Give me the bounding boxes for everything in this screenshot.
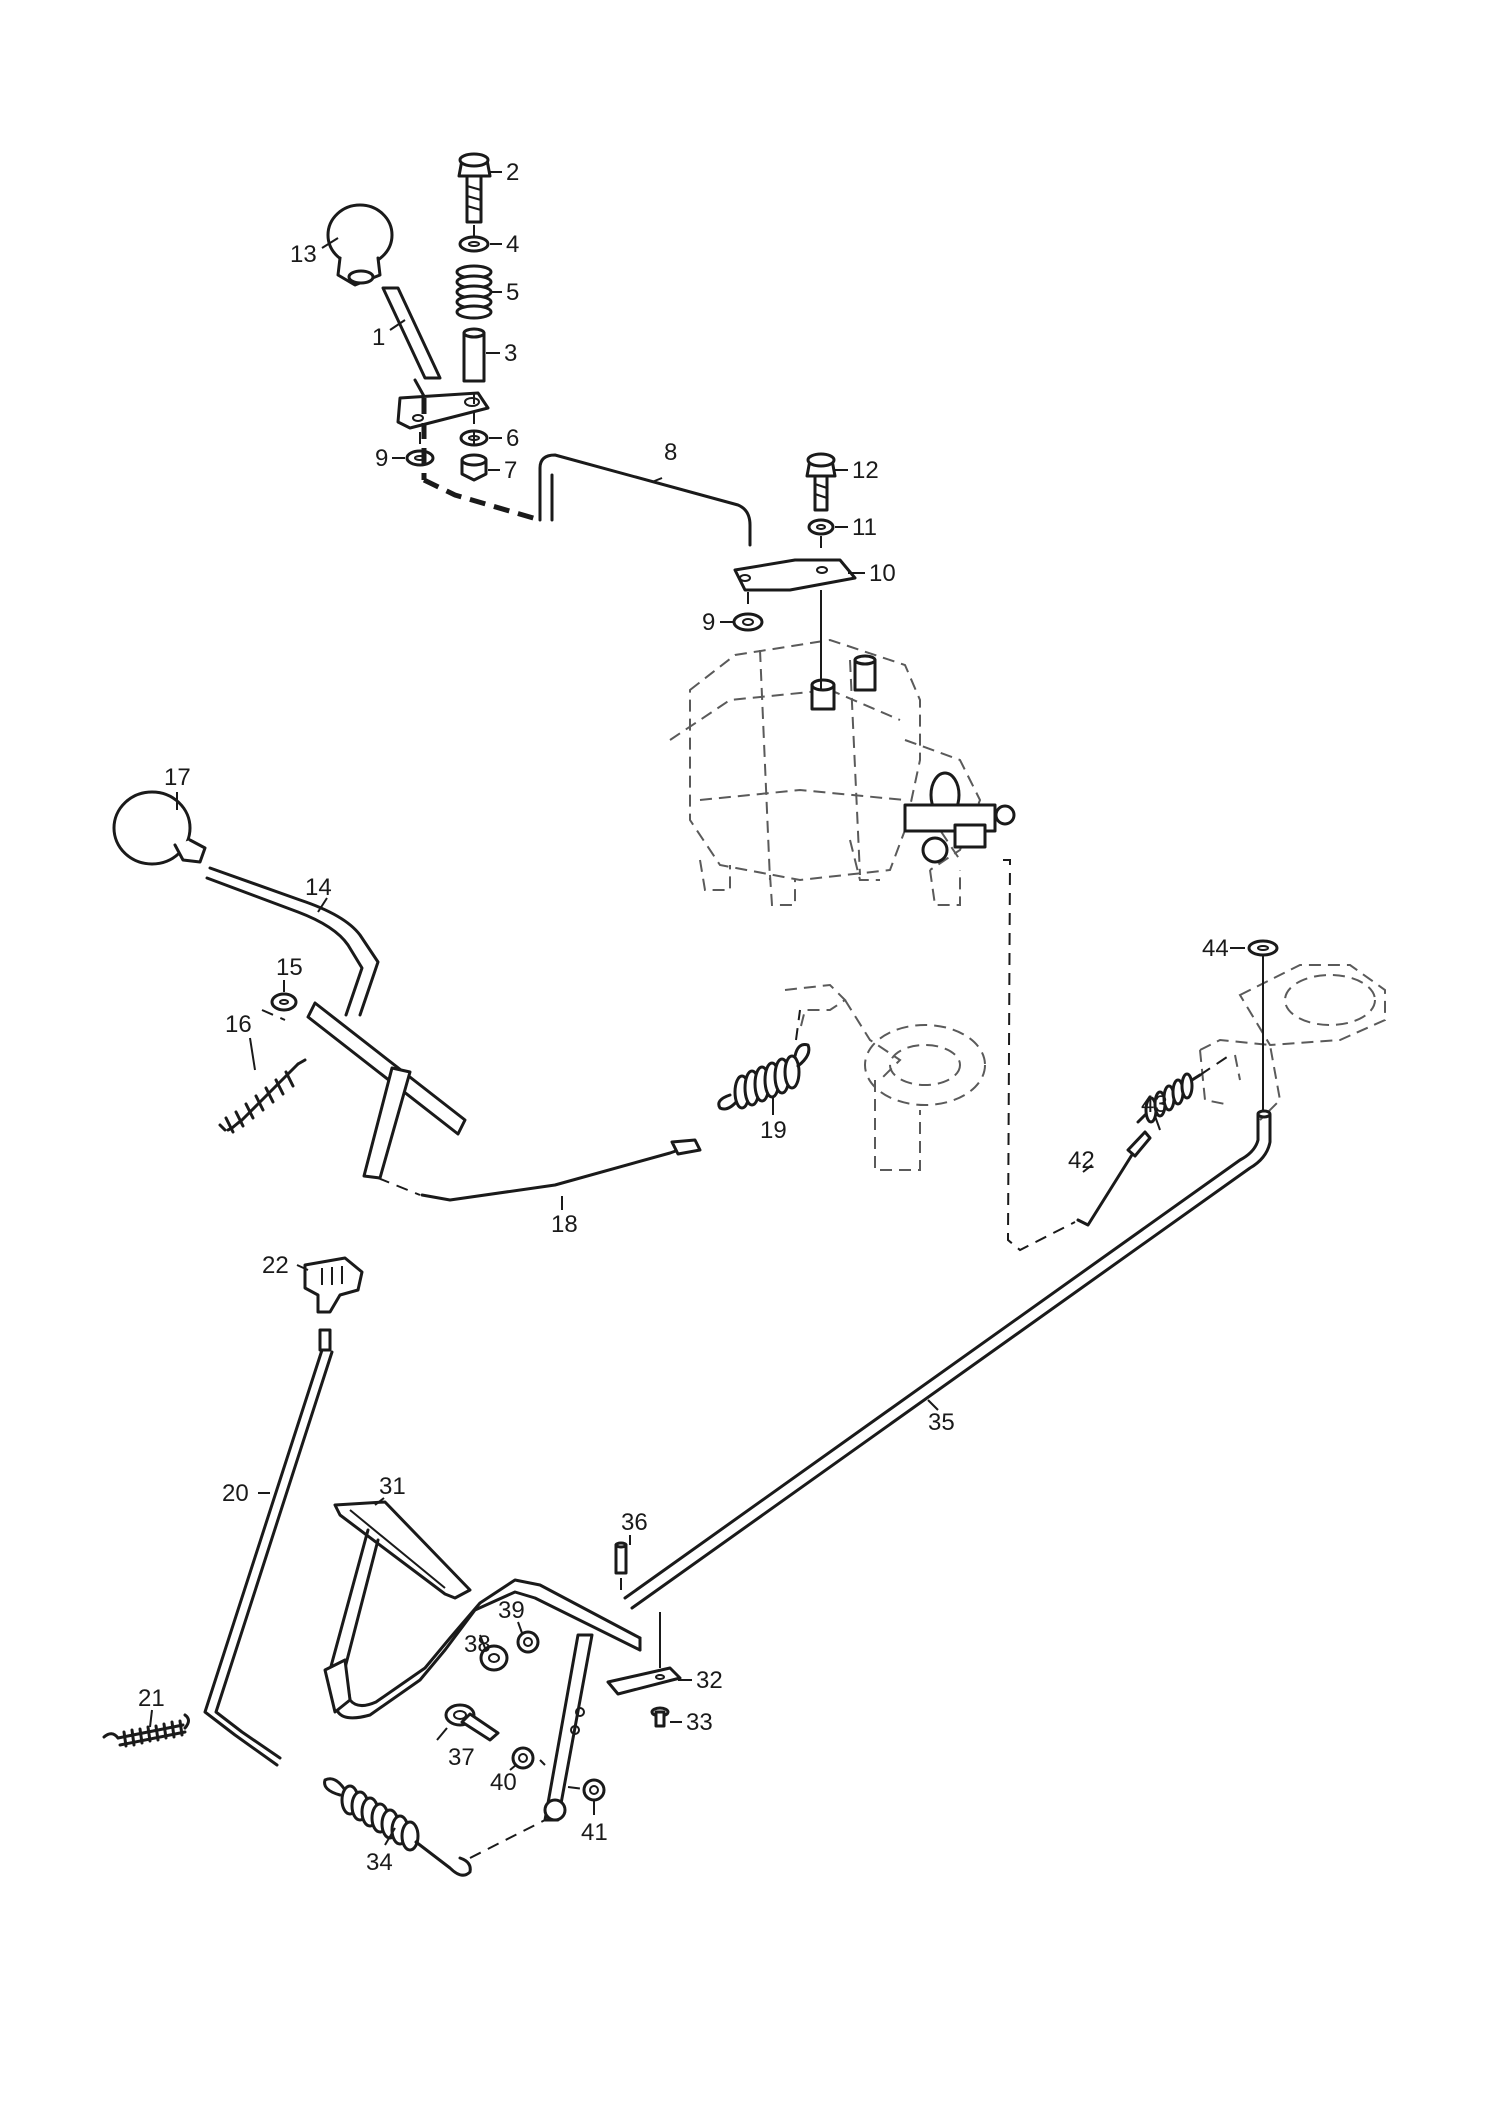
callout-12: 12: [852, 457, 879, 484]
lever-washer: [270, 992, 298, 1012]
callout-11: 11: [852, 514, 877, 541]
lock-nut: [582, 1778, 606, 1802]
shoulder-bolt: [444, 1703, 500, 1742]
callout-15: 15: [276, 954, 303, 981]
callout-2: 2: [506, 159, 519, 186]
lock-washer: [405, 449, 435, 467]
assembly-line: [261, 1009, 286, 1021]
nut: [511, 1746, 535, 1770]
bolt: [805, 452, 837, 512]
transmission-housing: [669, 638, 982, 906]
shift-arm: [733, 558, 857, 592]
lift-lever: [205, 866, 467, 1180]
extension-spring: [1136, 1072, 1202, 1124]
callout-37: 37: [448, 1744, 475, 1771]
assembly-line: [1199, 1054, 1231, 1076]
bolt: [457, 152, 492, 224]
self-tapping-screw: [650, 1706, 670, 1728]
callout-3: 3: [504, 340, 517, 367]
callout-33: 33: [686, 1709, 713, 1736]
clamp-plate: [606, 1666, 682, 1696]
callout-20: 20: [222, 1480, 249, 1507]
extension-spring: [102, 1713, 190, 1748]
callout-36: 36: [621, 1509, 648, 1536]
transmission-axle-assembly: [903, 771, 1016, 864]
assembly-line: [469, 1819, 546, 1859]
assembly-line: [1003, 859, 1076, 1252]
extension-spring: [717, 1043, 811, 1111]
callout-41: 41: [581, 1819, 608, 1846]
pulley-bracket-ghost: [784, 983, 986, 1171]
callout-16: 16: [225, 1011, 252, 1038]
washer: [516, 1630, 540, 1654]
callout-8: 8: [664, 439, 677, 466]
callout-22: 22: [262, 1252, 289, 1279]
assembly-line: [539, 1759, 546, 1766]
callout-9: 9: [702, 609, 715, 636]
callout-13: 13: [290, 241, 317, 268]
callout-39: 39: [498, 1597, 525, 1624]
callout-17: 17: [164, 764, 191, 791]
compression-spring: [455, 264, 493, 320]
lever-knob: [326, 203, 394, 287]
gear-shift-lever: [381, 286, 442, 400]
callout-34: 34: [366, 1849, 393, 1876]
callout-19: 19: [760, 1117, 787, 1144]
callout-6: 6: [506, 425, 519, 452]
pedal-rod: [623, 1109, 1272, 1610]
assembly-line: [377, 1177, 421, 1196]
washer: [807, 518, 835, 536]
bushing: [479, 1644, 509, 1672]
callout-31: 31: [379, 1473, 406, 1500]
assembly-line: [795, 1009, 801, 1041]
callout-40: 40: [490, 1769, 517, 1796]
callout-42: 42: [1068, 1147, 1095, 1174]
right-bracket-ghost: [1199, 964, 1386, 1121]
assembly-line: [567, 1786, 585, 1790]
lever-knob: [112, 790, 207, 866]
spacer-sleeve: [462, 327, 486, 383]
shift-rod: [538, 453, 752, 547]
callout-7: 7: [504, 457, 517, 484]
lock-washer: [732, 612, 764, 632]
callout-43: 43: [1141, 1091, 1168, 1118]
callout-9: 9: [375, 445, 388, 472]
callout-44: 44: [1202, 935, 1229, 962]
lock-nut: [460, 453, 488, 482]
callout-38: 38: [464, 1631, 491, 1658]
extension-spring: [218, 1058, 307, 1134]
callout-leaders: [149, 171, 1245, 1846]
callout-32: 32: [696, 1667, 723, 1694]
release-knob: [303, 1256, 364, 1314]
callout-10: 10: [869, 560, 896, 587]
callout-labels: 2 4 5 3 6 7 9 1 13 8 12 11 10 9 17 14 15…: [138, 159, 1229, 1876]
callout-5: 5: [506, 279, 519, 306]
washer: [458, 235, 490, 253]
brake-pedal: [323, 1500, 642, 1720]
callout-35: 35: [928, 1409, 955, 1436]
callout-4: 4: [506, 231, 519, 258]
lift-link-rod: [420, 1138, 702, 1202]
release-rod: [203, 1328, 334, 1767]
transmission-input-shaft: [810, 654, 877, 711]
callout-14: 14: [305, 874, 332, 901]
callout-18: 18: [551, 1211, 578, 1238]
lever-plate: [396, 391, 490, 430]
callout-21: 21: [138, 1685, 165, 1712]
extension-spring: [323, 1777, 472, 1877]
link-rod: [1076, 1130, 1152, 1227]
assembly-line: [422, 477, 541, 523]
roll-pin: [614, 1541, 628, 1575]
brake-arm: [543, 1633, 594, 1822]
bracket-washer: [1247, 939, 1279, 957]
callout-1: 1: [372, 324, 385, 351]
